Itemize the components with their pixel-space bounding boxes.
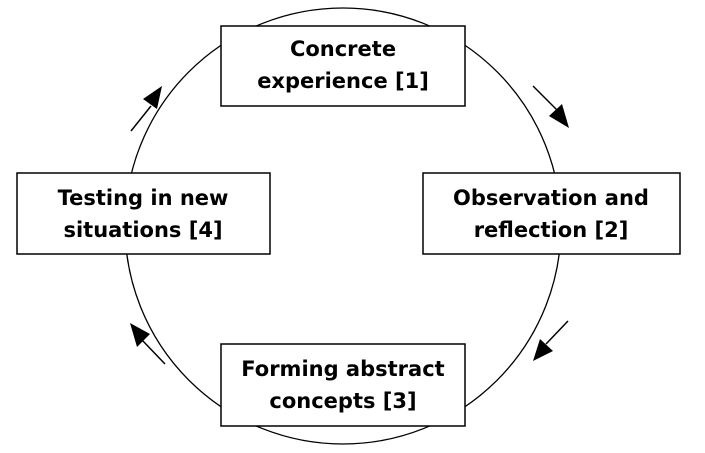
- stage-label-line1: Concrete: [290, 37, 396, 61]
- stage-concrete-experience: Concrete experience [1]: [220, 25, 466, 107]
- stage-box: [422, 172, 681, 255]
- stage-testing-new-situations: Testing in new situations [4]: [16, 172, 271, 255]
- stage-label-line2: reflection [2]: [474, 218, 629, 242]
- stage-label-line1: Forming abstract: [241, 357, 444, 381]
- stage-label-line1: Observation and: [453, 186, 649, 210]
- stage-forming-abstract-concepts: Forming abstract concepts [3]: [220, 343, 466, 427]
- arrow-up-left-icon: [130, 323, 166, 365]
- stage-label-line1: Testing in new: [58, 186, 229, 210]
- stage-box: [220, 343, 466, 427]
- stage-label-line2: concepts [3]: [269, 389, 416, 413]
- arrow-down-right-icon: [532, 85, 569, 128]
- stage-label-line2: experience [1]: [257, 69, 429, 93]
- stage-label-line2: situations [4]: [63, 218, 222, 242]
- stage-box: [16, 172, 271, 255]
- arrow-down-left-icon: [533, 320, 569, 361]
- stage-box: [220, 25, 466, 107]
- stage-observation-reflection: Observation and reflection [2]: [422, 172, 681, 255]
- arrow-up-right-icon: [130, 86, 162, 132]
